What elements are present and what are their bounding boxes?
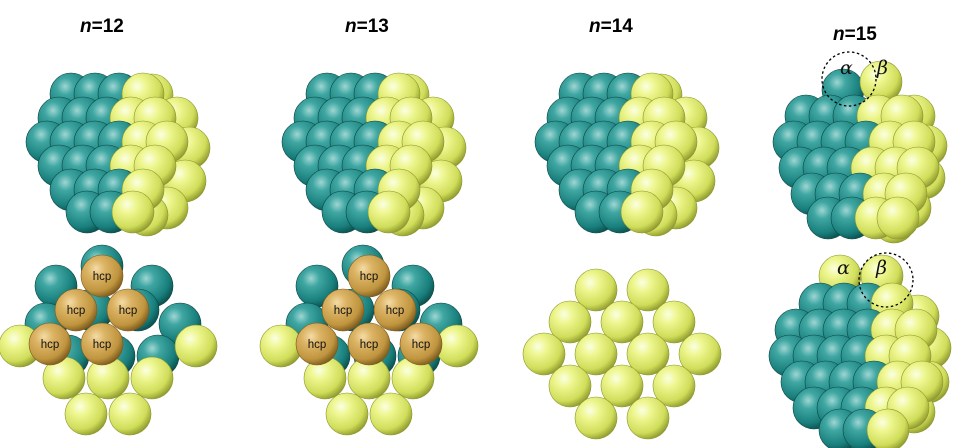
yellow-atom — [574, 332, 618, 376]
yellow-atom — [652, 300, 696, 344]
yellow-atom — [548, 300, 592, 344]
yellow-atom — [522, 332, 566, 376]
hcp-site-atom: hcp — [80, 254, 124, 298]
caption-n12-n: n — [80, 16, 92, 37]
yellow-atom — [325, 392, 369, 436]
hcp-site-atom: hcp — [347, 254, 391, 298]
beta-label-top: β — [876, 57, 888, 79]
yellow-atom — [626, 268, 670, 312]
yellow-atom — [600, 364, 644, 408]
hcp-label: hcp — [386, 305, 405, 317]
caption-n14-n: n — [589, 16, 601, 37]
yellow-atom — [369, 392, 413, 436]
caption-n15-value: =15 — [845, 24, 878, 45]
caption-n12: n=12 — [80, 16, 124, 37]
caption-n13-value: =13 — [357, 16, 389, 37]
yellow-atom — [626, 396, 670, 440]
hcp-site-atom: hcp — [54, 288, 98, 332]
caption-n15-n: n — [833, 24, 845, 45]
yellow-atom — [108, 392, 152, 436]
yellow-atom — [620, 190, 664, 234]
yellow-atom — [600, 300, 644, 344]
hcp-label: hcp — [93, 271, 112, 283]
hcp-label: hcp — [119, 305, 138, 317]
hcp-site-atom: hcp — [373, 288, 417, 332]
hcp-site-atom: hcp — [321, 288, 365, 332]
alpha-site-ring-top — [821, 51, 877, 107]
hcp-label: hcp — [412, 339, 431, 351]
caption-n13-n: n — [345, 16, 357, 37]
yellow-atom — [652, 364, 696, 408]
yellow-atom — [435, 324, 479, 368]
yellow-atom — [259, 324, 303, 368]
yellow-atom — [626, 332, 670, 376]
yellow-atom — [111, 190, 155, 234]
caption-n14-value: =14 — [601, 16, 634, 37]
hcp-label: hcp — [308, 339, 327, 351]
yellow-atom — [876, 196, 920, 240]
hcp-site-atom: hcp — [295, 322, 339, 366]
alpha-label-top: α — [840, 57, 853, 79]
beta-site-ring-bottom — [858, 252, 914, 308]
spheres-layer: hcp hcp hcp hcp hcp hcp hcp hcp hcp hcp hcp — [0, 60, 952, 448]
yellow-atom — [574, 396, 618, 440]
hcp-site-atom: hcp — [80, 322, 124, 366]
caption-n15: n=15 — [833, 24, 877, 45]
yellow-atom — [174, 324, 218, 368]
hcp-site-atom: hcp — [28, 322, 72, 366]
hcp-label: hcp — [93, 339, 112, 351]
yellow-atom — [574, 268, 618, 312]
yellow-atom — [866, 408, 910, 448]
hcp-label: hcp — [67, 305, 86, 317]
site-annotation-bottom: α β — [837, 252, 914, 308]
yellow-atom — [367, 190, 411, 234]
site-annotation-top: α β — [821, 51, 888, 107]
beta-label-bottom: β — [875, 257, 887, 279]
caption-n14: n=14 — [589, 16, 633, 37]
hcp-label: hcp — [41, 339, 60, 351]
hcp-site-atom: hcp — [399, 322, 443, 366]
yellow-atom — [64, 392, 108, 436]
hcp-site-atom: hcp — [347, 322, 391, 366]
caption-n13: n=13 — [345, 16, 389, 37]
hcp-label: hcp — [360, 271, 379, 283]
alpha-label-bottom: α — [837, 257, 850, 279]
caption-n12-value: =12 — [92, 16, 124, 37]
yellow-atom — [548, 364, 592, 408]
hcp-label: hcp — [334, 305, 353, 317]
hcp-label: hcp — [360, 339, 379, 351]
hcp-site-atom: hcp — [106, 288, 150, 332]
yellow-atom — [678, 332, 722, 376]
yellow-atom — [130, 356, 174, 400]
